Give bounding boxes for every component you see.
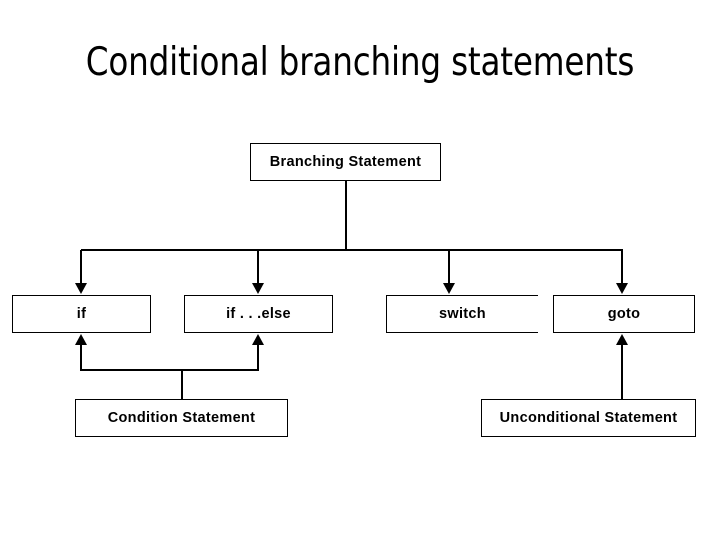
arrowhead-root-to-if-else — [251, 283, 264, 294]
connector-condition-to-if — [80, 345, 82, 370]
node-goto-label: goto — [607, 306, 641, 322]
node-if[interactable]: if — [12, 295, 151, 333]
connector-root-to-switch — [448, 250, 450, 284]
page-title: Conditional branching statements — [85, 40, 635, 85]
connector-condition-bus — [80, 369, 259, 371]
node-if-else-label: if . . .else — [226, 306, 291, 322]
connector-root-to-if-else — [257, 250, 259, 284]
node-switch-label: switch — [439, 306, 486, 322]
node-unconditional-statement[interactable]: Unconditional Statement — [481, 399, 696, 437]
arrowhead-condition-to-if-else — [251, 334, 264, 345]
node-branching-statement[interactable]: Branching Statement — [250, 143, 441, 181]
arrowhead-root-to-if — [74, 283, 87, 294]
node-unconditional-statement-label: Unconditional Statement — [499, 410, 678, 426]
node-switch[interactable]: switch — [386, 295, 538, 333]
node-if-else[interactable]: if . . .else — [184, 295, 333, 333]
node-condition-statement[interactable]: Condition Statement — [75, 399, 288, 437]
arrowhead-root-to-switch — [442, 283, 455, 294]
arrowhead-root-to-goto — [615, 283, 628, 294]
arrowhead-unconditional-to-goto — [615, 334, 628, 345]
connector-root-to-if — [80, 250, 82, 284]
connector-distribution-bus — [81, 249, 623, 251]
connector-root-to-goto — [621, 250, 623, 284]
node-branching-statement-label: Branching Statement — [269, 154, 422, 170]
arrowhead-condition-to-if — [74, 334, 87, 345]
connector-root-trunk — [345, 181, 347, 250]
node-goto[interactable]: goto — [553, 295, 695, 333]
connector-condition-to-if-else — [257, 345, 259, 370]
connector-condition-riser — [181, 370, 183, 400]
connector-unconditional-to-goto — [621, 345, 623, 400]
node-condition-statement-label: Condition Statement — [107, 410, 256, 426]
node-if-label: if — [76, 306, 87, 322]
